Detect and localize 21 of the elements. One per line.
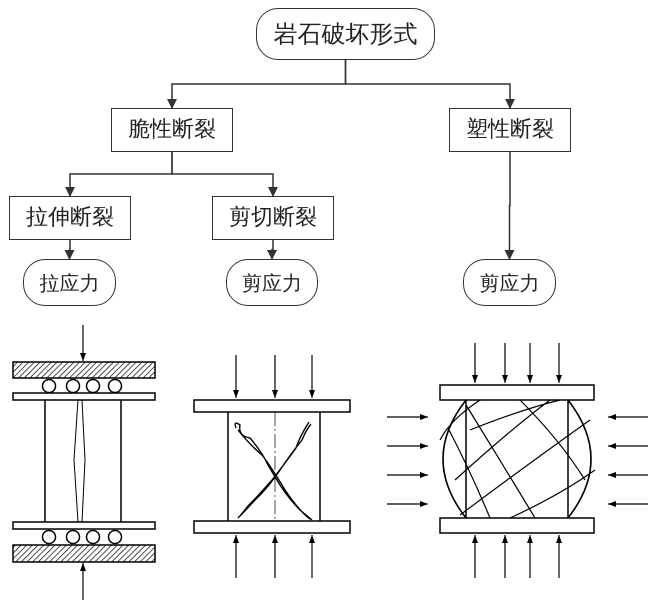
rounded-box (463, 259, 556, 306)
process-box (449, 108, 571, 152)
process-box (111, 108, 233, 152)
rounded-box (23, 259, 116, 306)
rounded-box (256, 8, 435, 60)
node-label: 剪切断裂 (229, 207, 317, 229)
arrow (344, 60, 515, 109)
rounded-box (226, 259, 318, 306)
node-label: 脆性断裂 (128, 119, 216, 141)
node-label: 塑性断裂 (466, 119, 554, 141)
node-label: 拉伸断裂 (26, 207, 114, 229)
arrow (267, 240, 277, 260)
node-label: 岩石破坏形式 (274, 22, 418, 46)
node-label: 剪应力 (480, 272, 540, 292)
process-box (212, 196, 334, 240)
arrow (171, 152, 278, 197)
arrow (504, 152, 514, 260)
arrow (64, 240, 74, 260)
process-box (9, 196, 131, 240)
node-label: 拉应力 (40, 272, 100, 292)
node-label: 剪应力 (242, 272, 302, 292)
